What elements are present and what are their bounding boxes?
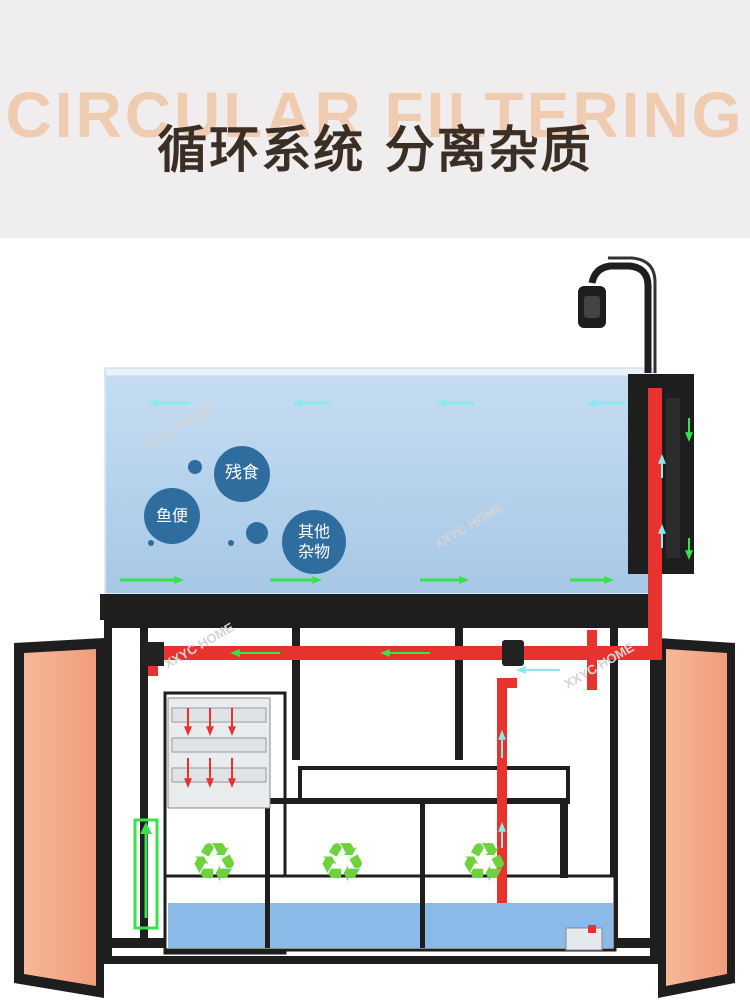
title-banner: CIRCULAR FILTERING 循环系统 分离杂质	[0, 0, 750, 238]
flow-arrow-icon	[498, 730, 506, 758]
aquarium-illustration: 残食 鱼便 其他 杂物 XXYC HOME XXYC HOME XXYC HOM…	[0, 238, 750, 1000]
aquarium-diagram	[14, 256, 735, 998]
flow-arrow-icon	[228, 758, 236, 788]
recycle-icon: ♻	[190, 831, 239, 894]
flow-arrow-icon	[516, 666, 560, 674]
bubble-fish-waste: 鱼便	[144, 488, 200, 544]
bubble-fish-waste-label: 鱼便	[155, 506, 188, 525]
flow-arrow-icon	[658, 524, 666, 548]
dot-small-3	[228, 540, 234, 546]
lamp-icon	[578, 256, 657, 373]
tank-water	[104, 371, 656, 595]
flow-arrows	[120, 399, 693, 848]
water-pipes	[148, 388, 662, 903]
flow-arrow-icon	[206, 758, 214, 788]
flow-arrow-icon	[291, 399, 330, 407]
cabinet-door-left	[14, 638, 104, 998]
banner-title: 循环系统 分离杂质	[157, 121, 593, 179]
flow-arrow-icon	[230, 649, 280, 657]
flow-arrow-icon	[685, 538, 693, 560]
bubble-leftover-food: 残食	[214, 446, 270, 502]
flow-arrow-icon	[380, 649, 430, 657]
recycle-icon: ♻	[318, 831, 367, 894]
dot-small-2	[246, 522, 268, 544]
flow-arrow-icon	[120, 576, 184, 584]
flow-arrow-icon	[228, 708, 236, 736]
valve-icon	[502, 640, 524, 666]
sump-return-flow	[133, 818, 159, 930]
flow-arrow-icon	[420, 576, 469, 584]
flow-arrow-icon	[586, 399, 625, 407]
pipe-joint	[142, 642, 164, 666]
dot-small-1	[188, 460, 202, 474]
bubble-other-debris-label: 其他 杂物	[297, 522, 330, 561]
bubble-other-debris: 其他 杂物	[282, 510, 346, 574]
flow-arrow-icon	[570, 576, 614, 584]
flow-arrow-icon	[685, 418, 693, 442]
banner-background-text: CIRCULAR FILTERING	[5, 79, 745, 151]
filter-trays	[167, 697, 271, 809]
flow-arrow-icon	[206, 708, 214, 736]
flow-arrow-icon	[184, 708, 192, 736]
flow-arrow-icon	[658, 454, 666, 478]
bubble-leftover-food-label: 残食	[225, 463, 259, 484]
pump	[565, 927, 603, 951]
flow-arrow-icon	[148, 399, 190, 407]
flow-arrow-icon	[270, 576, 322, 584]
flow-arrow-icon	[184, 758, 192, 788]
stand-top-beam	[100, 594, 662, 620]
cabinet-door-right	[658, 638, 735, 998]
recycle-icon: ♻	[460, 831, 509, 894]
dot-small-4	[148, 540, 154, 546]
flow-arrow-icon	[436, 399, 475, 407]
flow-arrow-icon	[498, 822, 506, 848]
